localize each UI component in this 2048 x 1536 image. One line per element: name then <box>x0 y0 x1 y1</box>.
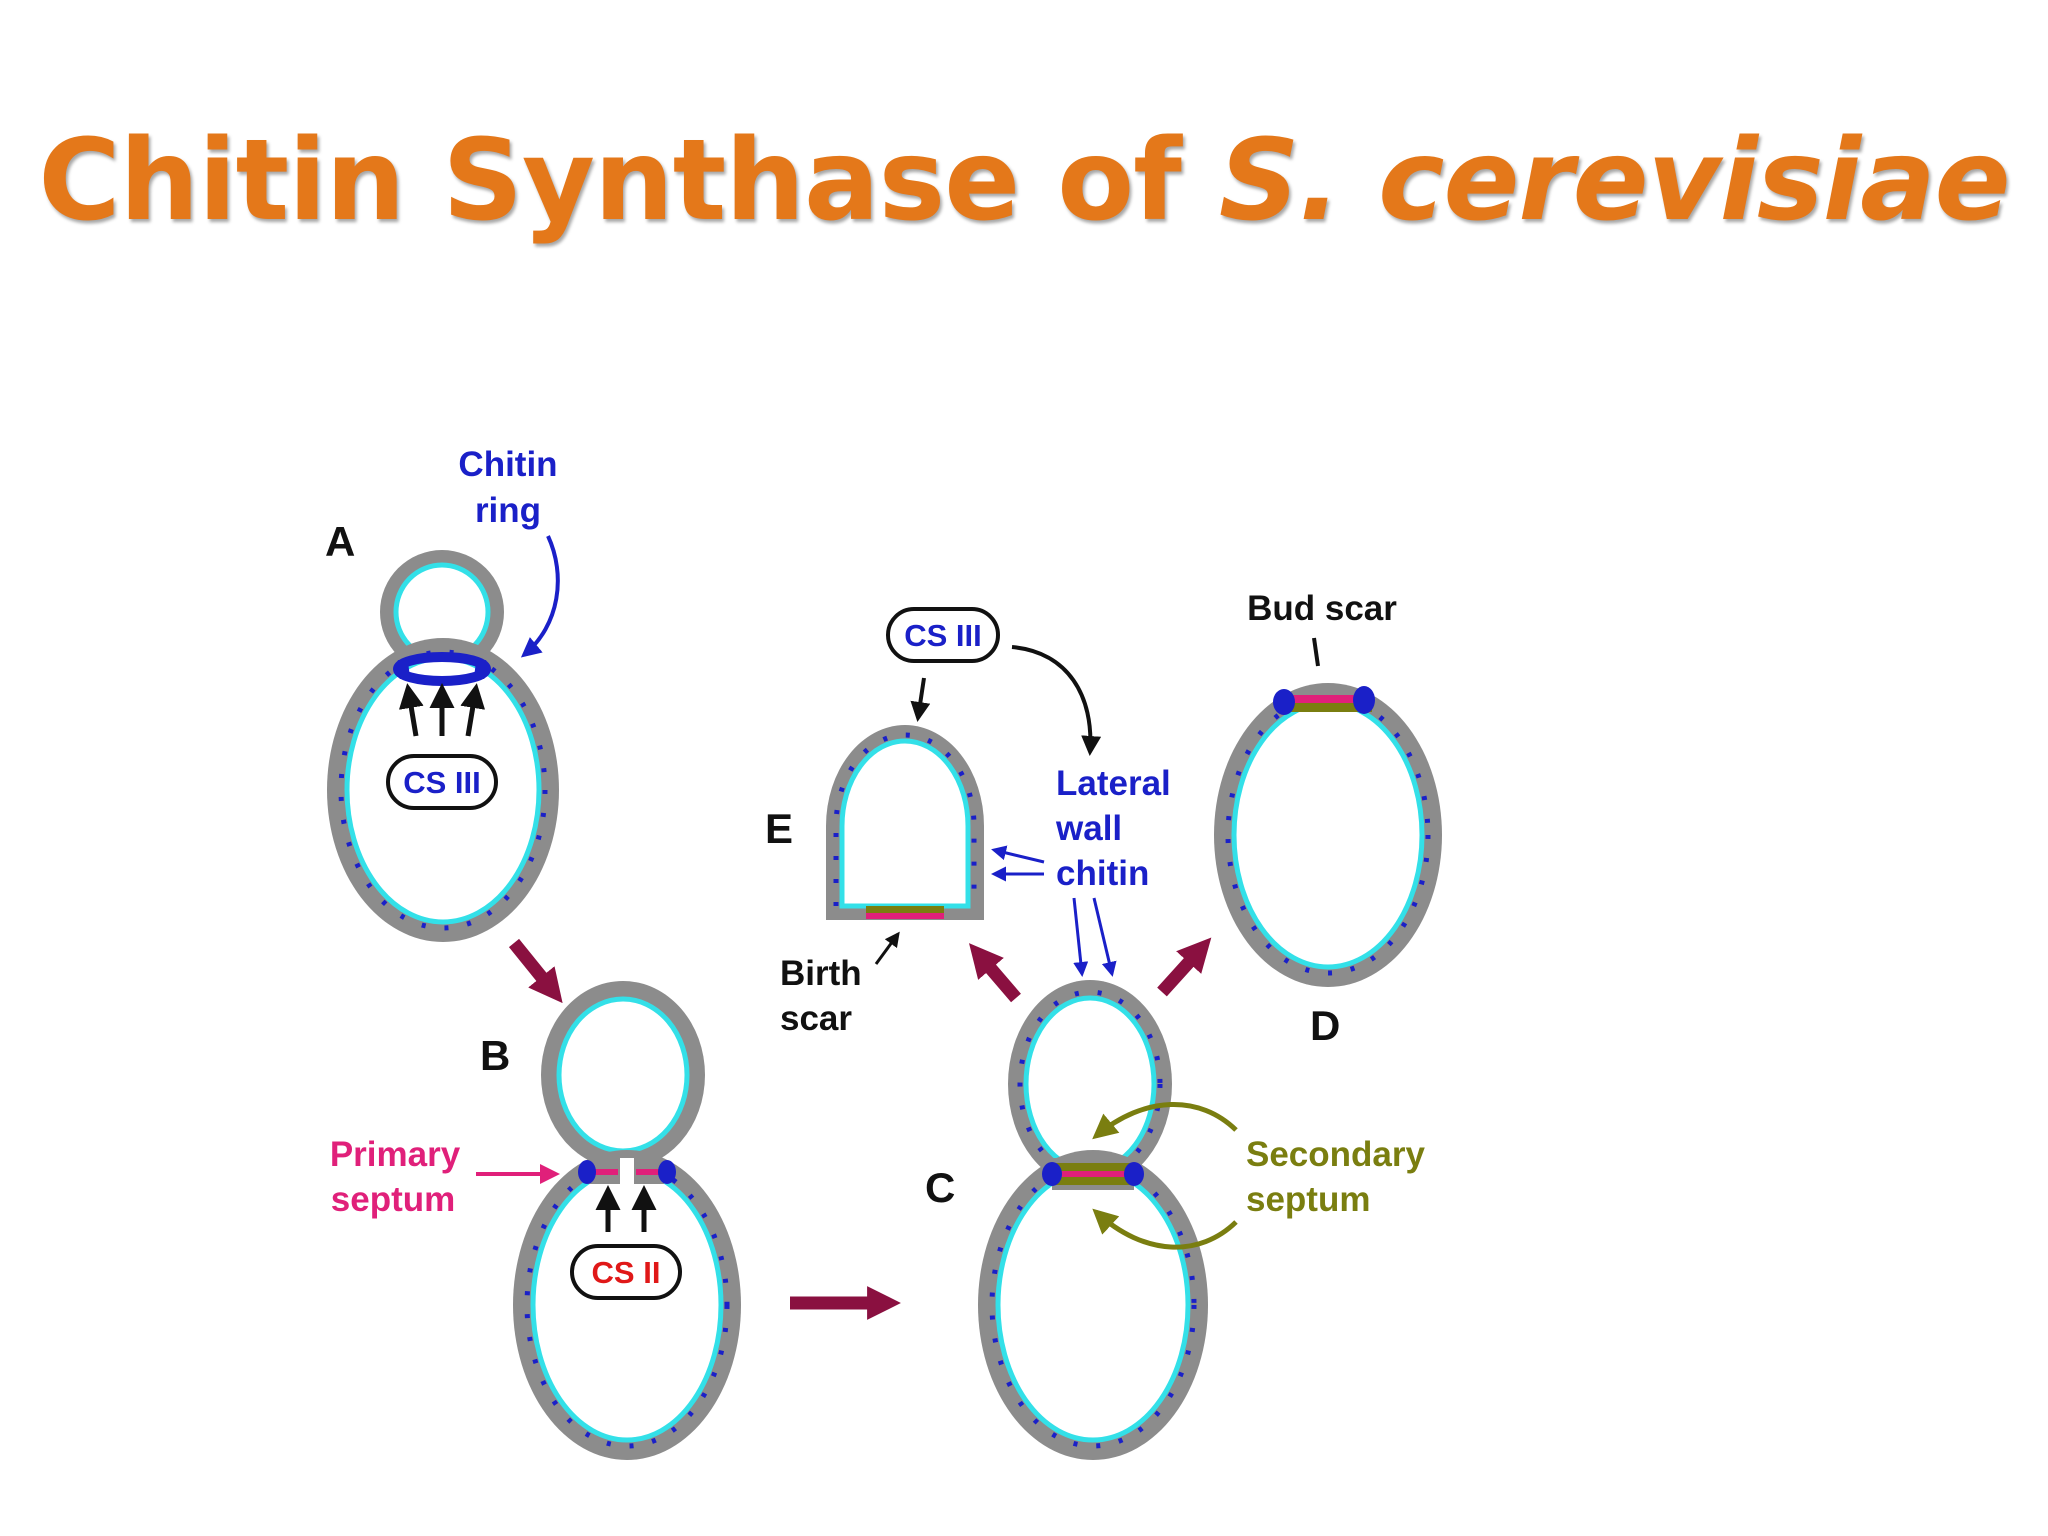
cell-a-bud <box>380 550 504 674</box>
lateral-wall-arrows <box>991 845 1117 977</box>
chitin-ring-arrow <box>520 535 560 658</box>
chitin-ring-line2: ring <box>475 491 541 530</box>
cell-b-mother <box>513 1150 741 1460</box>
lateral-wall-chitin: Lateral wall chitin <box>991 764 1171 977</box>
slide-title: Chitin Synthase of S. cerevisiae <box>0 125 2048 237</box>
chitin-ring <box>393 652 491 686</box>
cs2-b-pill: CS II <box>570 1244 682 1300</box>
cs3-a-pill: CS III <box>386 754 498 810</box>
cell-d: Bud scar D <box>1214 589 1442 1049</box>
flow-arrows <box>508 937 1212 1320</box>
label-c: C <box>925 1164 955 1211</box>
lateral-wall-line1: Lateral <box>1056 764 1171 803</box>
chitin-ring-line1: Chitin <box>458 445 557 484</box>
flow-arrow-c-to-e <box>969 943 1021 1003</box>
label-e: E <box>765 805 793 852</box>
title-species: S. cerevisiae <box>1218 116 2011 246</box>
cs2-b-label: CS II <box>592 1255 661 1290</box>
cs3-e-label: CS III <box>904 618 982 653</box>
secondary-septum-arrows <box>1092 1102 1238 1250</box>
cell-a: CS III A Chitin ring <box>325 445 560 942</box>
label-a: A <box>325 518 355 565</box>
cell-b-bud <box>541 981 705 1169</box>
cell-c-mother <box>978 1150 1208 1460</box>
cell-c: C Secondary septum <box>925 980 1425 1460</box>
primary-septum-b <box>578 1160 676 1184</box>
title-main: Chitin Synthase of <box>38 116 1219 246</box>
flow-arrow-c-to-d <box>1157 937 1212 997</box>
bud-scar-d <box>1273 686 1375 715</box>
birth-scar-e <box>866 906 944 919</box>
secondary-septum-line2: septum <box>1246 1180 1370 1219</box>
cs3-e-arrow-down <box>910 677 931 722</box>
bud-scar-label: Bud scar <box>1247 589 1397 628</box>
primary-septum-line1: Primary <box>330 1135 461 1174</box>
cell-b: CS II B Primary septum <box>330 981 741 1460</box>
bud-scar-pointer <box>1312 637 1320 667</box>
birth-scar-pointer <box>874 931 900 965</box>
cs3-a-label: CS III <box>403 765 481 800</box>
label-d: D <box>1310 1002 1340 1049</box>
flow-arrow-a-to-b <box>508 938 563 1004</box>
lateral-wall-line2: wall <box>1055 809 1122 848</box>
birth-scar-line2: scar <box>780 999 852 1038</box>
cell-e: E Birth scar <box>765 725 984 1038</box>
cs2-b-arrows <box>595 1185 657 1232</box>
cell-c-bud <box>1008 980 1172 1188</box>
secondary-septum-line1: Secondary <box>1246 1135 1425 1174</box>
label-b: B <box>480 1032 510 1079</box>
primary-septum-line2: septum <box>331 1180 455 1219</box>
birth-scar-line1: Birth <box>780 954 862 993</box>
cs3-a-arrows <box>398 683 486 737</box>
lateral-wall-line3: chitin <box>1056 854 1149 893</box>
cs3-e-arrow-curve <box>1011 645 1102 756</box>
cs3-e-group: CS III <box>886 607 1102 756</box>
septum-c <box>1042 1162 1144 1186</box>
